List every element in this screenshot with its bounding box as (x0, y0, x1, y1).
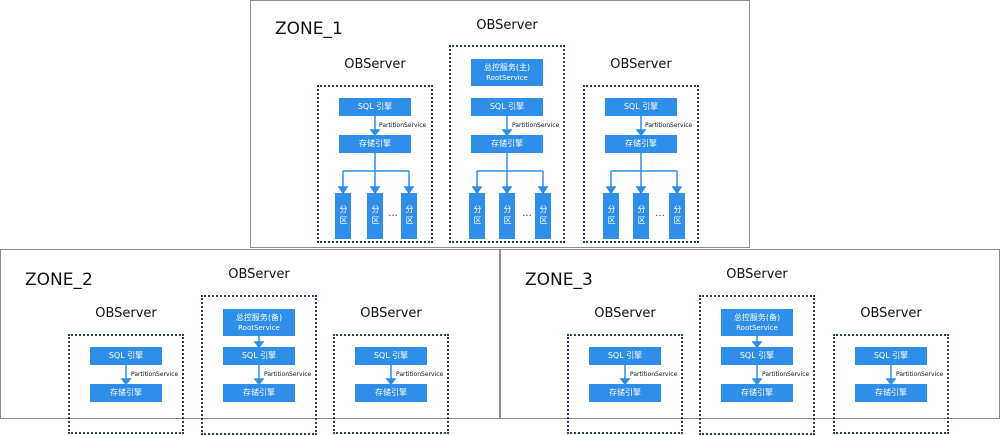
root-service-subtitle: RootService (238, 323, 280, 332)
zone-1: ZONE_1 OBServer OBServer OBServer SQL 引擎… (250, 0, 750, 248)
partition-service-label: PartitionService (645, 122, 693, 129)
sql-engine-box: SQL 引擎 (355, 347, 427, 365)
observer-node (583, 85, 699, 243)
zone-title: ZONE_3 (525, 270, 593, 290)
storage-engine-box: 存储引擎 (355, 384, 427, 402)
root-service-title: 总控服务(备) (733, 312, 781, 322)
sql-engine-box: SQL 引擎 (90, 347, 162, 365)
ellipsis: ... (522, 208, 532, 219)
root-service-title: 总控服务(主) (483, 62, 531, 72)
observer-label: OBServer (360, 306, 422, 321)
observer-node-leader (449, 45, 565, 243)
observer-label: OBServer (860, 306, 922, 321)
sql-engine-box: SQL 引擎 (589, 347, 661, 365)
root-service-box: 总控服务(备) RootService (223, 309, 295, 336)
partition-service-label: PartitionService (630, 371, 678, 378)
observer-node (317, 85, 433, 243)
zone-title: ZONE_2 (25, 270, 93, 290)
sql-engine-box: SQL 引擎 (855, 347, 927, 365)
partition-box: 分区 (499, 193, 515, 239)
partition-box: 分区 (669, 193, 685, 239)
zone-3: ZONE_3 OBServer OBServer OBServer SQL 引擎… (500, 249, 1000, 435)
partition-box: 分区 (401, 193, 417, 239)
storage-engine-box: 存储引擎 (90, 384, 162, 402)
partition-box: 分区 (335, 193, 351, 239)
root-service-box: 总控服务(备) RootService (721, 309, 793, 336)
partition-service-label: PartitionService (762, 371, 810, 378)
observer-label: OBServer (95, 306, 157, 321)
storage-engine-box: 存储引擎 (605, 135, 677, 153)
zone-title: ZONE_1 (275, 19, 343, 39)
sql-engine-box: SQL 引擎 (339, 98, 411, 116)
storage-engine-box: 存储引擎 (721, 384, 793, 402)
observer-label: OBServer (610, 57, 672, 72)
partition-service-label: PartitionService (131, 371, 179, 378)
observer-label: OBServer (476, 18, 538, 33)
partition-box: 分区 (469, 193, 485, 239)
root-service-box: 总控服务(主) RootService (471, 59, 543, 86)
sql-engine-box: SQL 引擎 (605, 98, 677, 116)
partition-box: 分区 (367, 193, 383, 239)
observer-label: OBServer (228, 267, 290, 282)
root-service-subtitle: RootService (736, 323, 778, 332)
zone-2: ZONE_2 OBServer OBServer OBServer SQL 引擎… (0, 249, 500, 435)
partition-service-label: PartitionService (396, 371, 444, 378)
ellipsis: ... (655, 208, 665, 219)
storage-engine-box: 存储引擎 (471, 135, 543, 153)
partition-service-label: PartitionService (264, 371, 312, 378)
ellipsis: ... (388, 208, 398, 219)
observer-label: OBServer (726, 267, 788, 282)
root-service-title: 总控服务(备) (235, 312, 283, 322)
partition-box: 分区 (633, 193, 649, 239)
root-service-subtitle: RootService (486, 73, 528, 82)
sql-engine-box: SQL 引擎 (721, 347, 793, 365)
sql-engine-box: SQL 引擎 (471, 98, 543, 116)
storage-engine-box: 存储引擎 (589, 384, 661, 402)
partition-box: 分区 (535, 193, 551, 239)
observer-label: OBServer (344, 57, 406, 72)
partition-service-label: PartitionService (896, 371, 944, 378)
observer-label: OBServer (594, 306, 656, 321)
storage-engine-box: 存储引擎 (855, 384, 927, 402)
partition-service-label: PartitionService (379, 122, 427, 129)
storage-engine-box: 存储引擎 (339, 135, 411, 153)
partition-service-label: PartitionService (512, 122, 560, 129)
storage-engine-box: 存储引擎 (223, 384, 295, 402)
partition-box: 分区 (603, 193, 619, 239)
sql-engine-box: SQL 引擎 (223, 347, 295, 365)
